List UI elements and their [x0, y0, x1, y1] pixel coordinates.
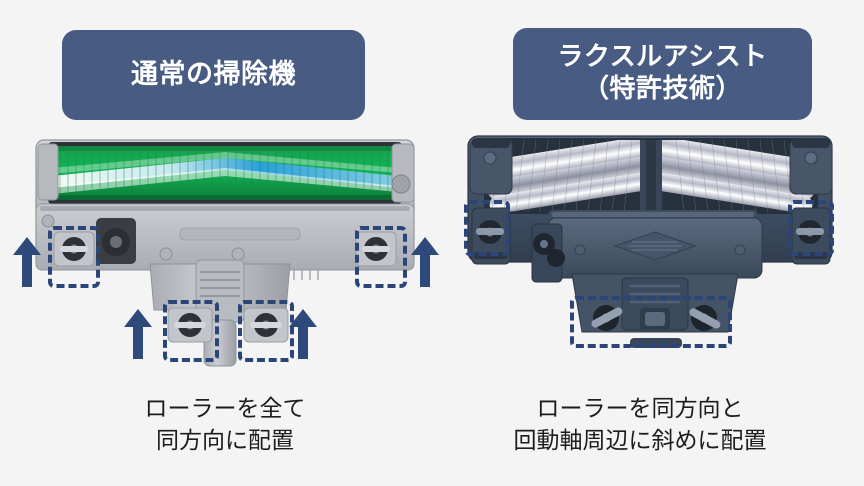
pill-right-line2: （特許技術） [582, 74, 742, 104]
pill-right-line1: ラクスルアシスト [557, 42, 768, 73]
vacuum-head-conventional-image [10, 132, 440, 380]
direction-arrow-far-left [12, 236, 42, 288]
caption-left-line1: ローラーを全て [144, 396, 306, 422]
label-pill-conventional: 通常の掃除機 [62, 30, 365, 120]
direction-arrow-mid-right [288, 308, 318, 360]
caption-right-line2: 回動軸周辺に斜めに配置 [513, 427, 767, 454]
caption-right-line1: ローラーを同方向と [536, 396, 744, 422]
vacuum-head-assist-image [440, 132, 860, 380]
caption-conventional: ローラーを全て 同方向に配置 [40, 394, 410, 457]
direction-arrow-far-right [410, 236, 440, 288]
caption-rakusuru-assist: ローラーを同方向と 回動軸周辺に斜めに配置 [440, 394, 840, 457]
pill-left-line1: 通常の掃除機 [131, 58, 296, 90]
label-pill-rakusuru-assist: ラクスルアシスト （特許技術） [513, 28, 812, 120]
direction-arrow-mid-left [123, 308, 153, 360]
caption-left-line2: 同方向に配置 [156, 427, 294, 454]
